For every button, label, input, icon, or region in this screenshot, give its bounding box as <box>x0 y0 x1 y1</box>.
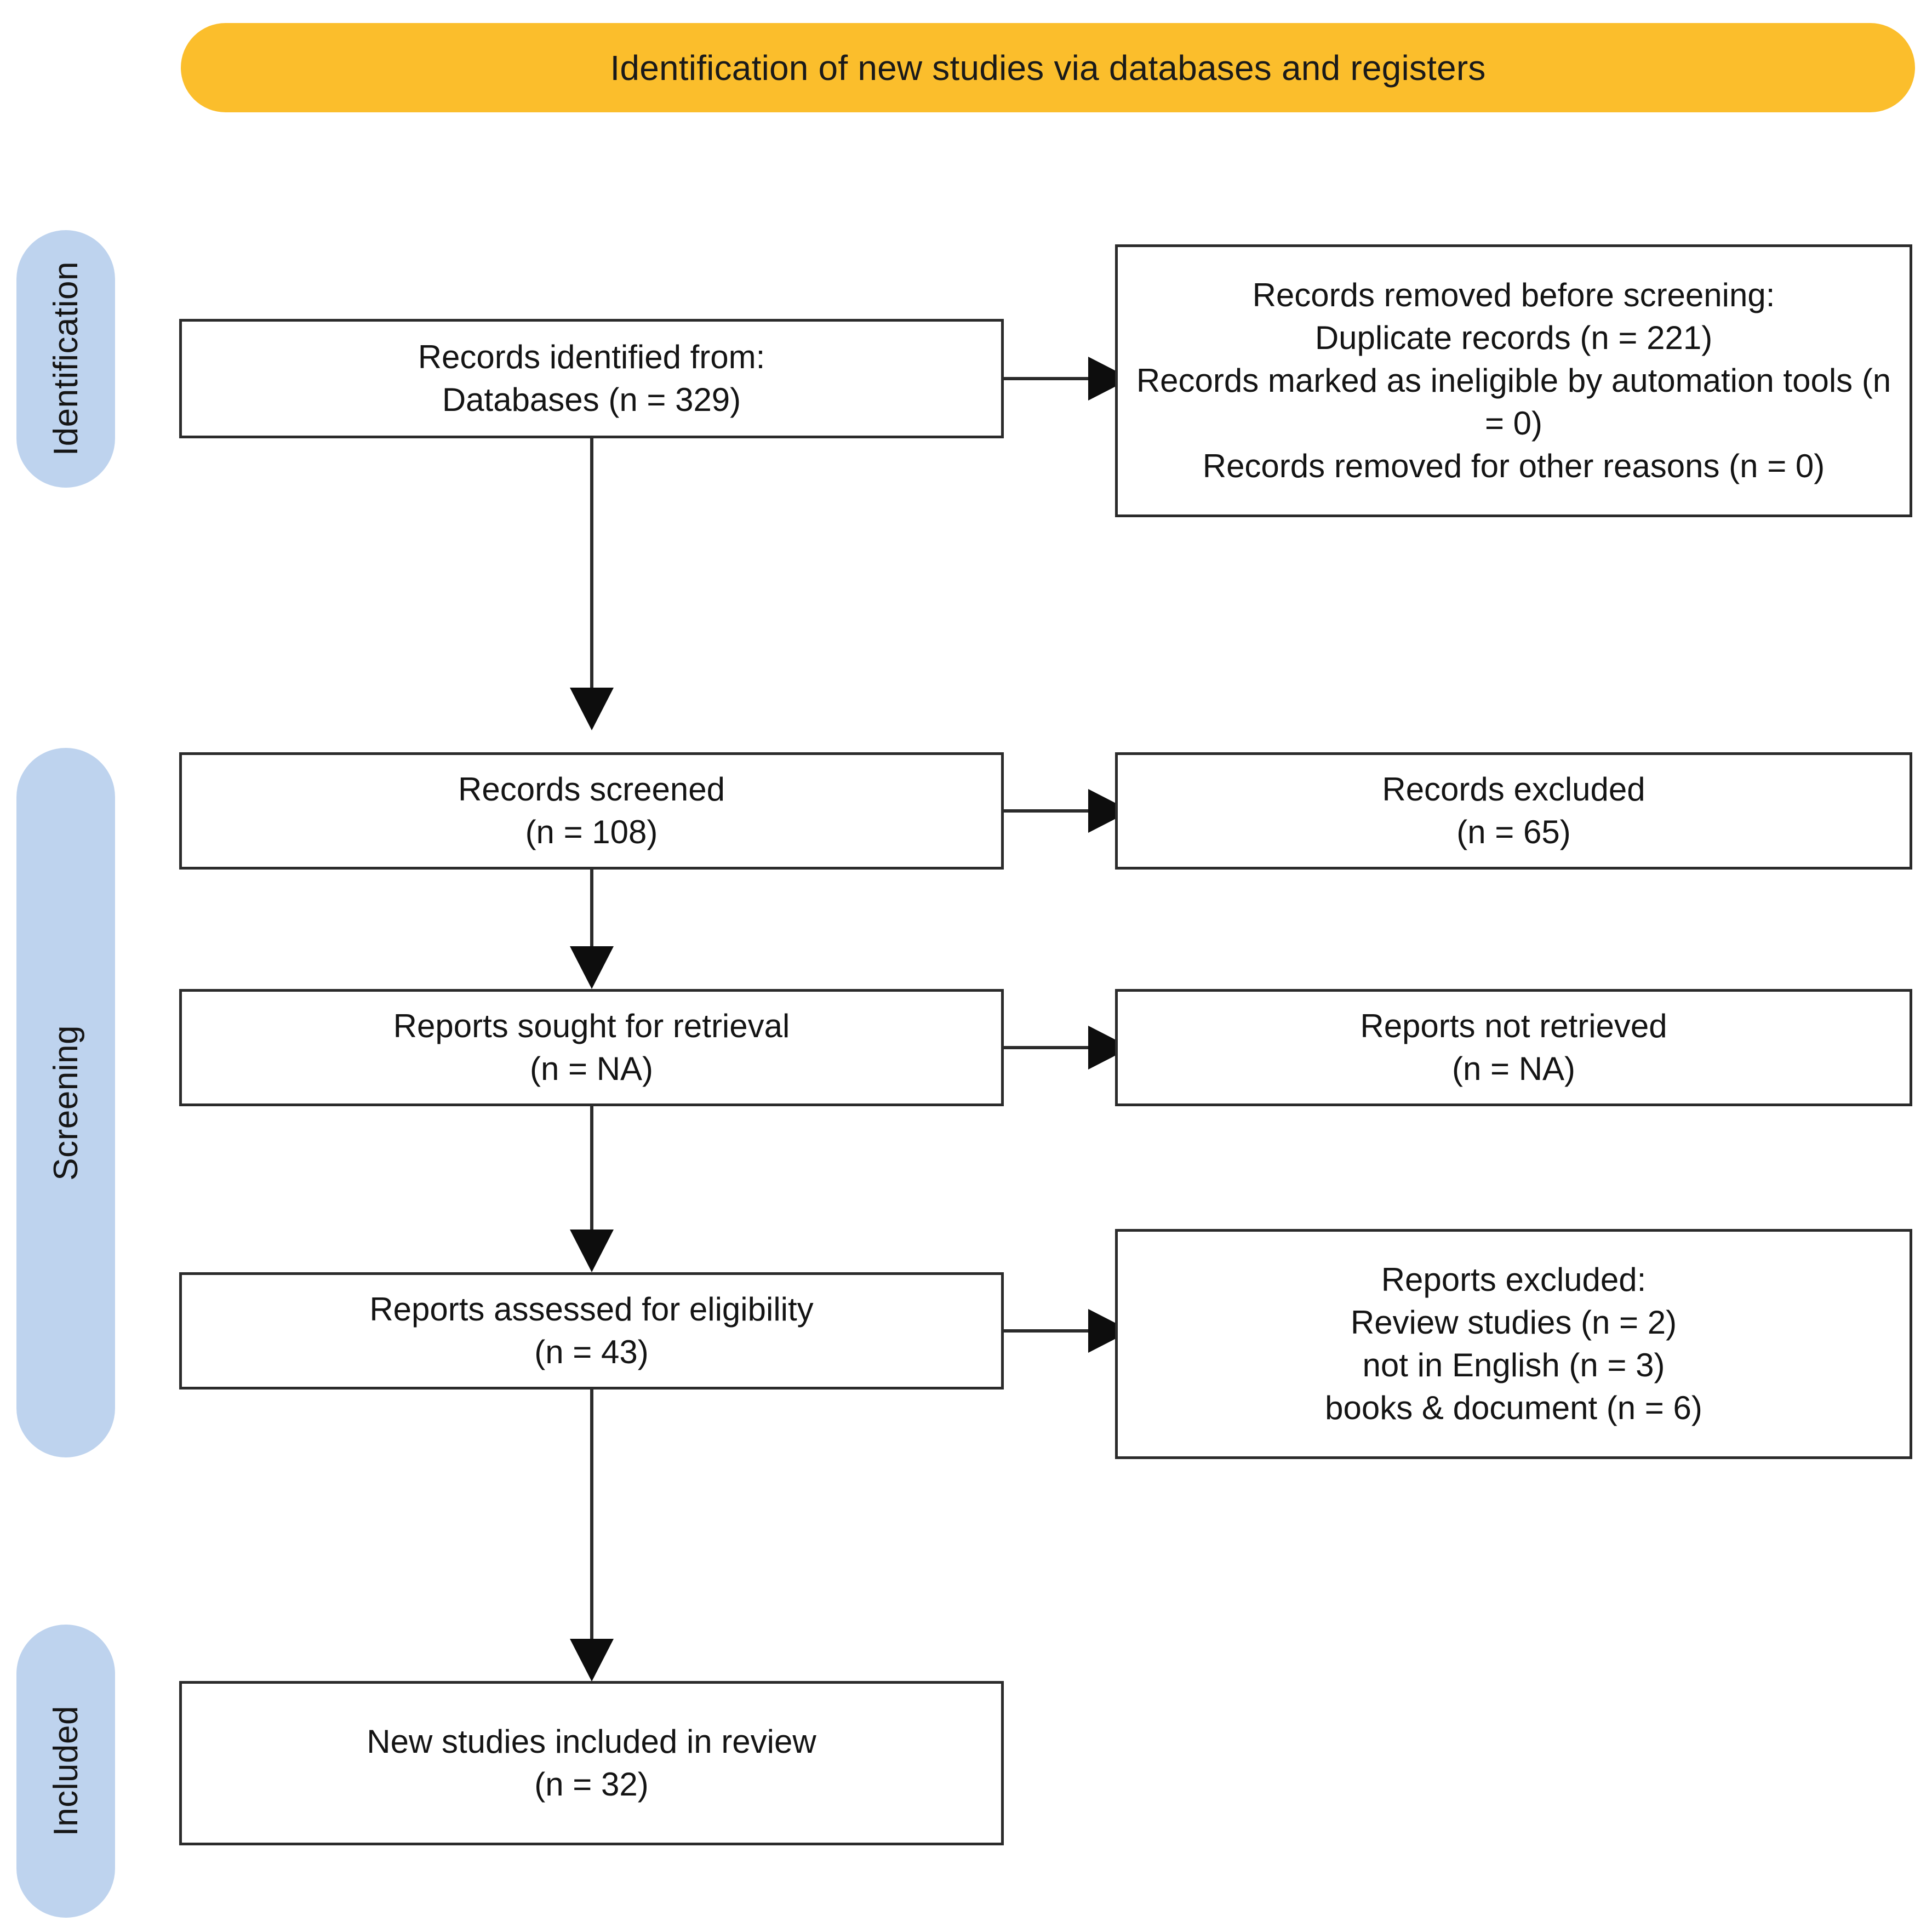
stage-label-identification: Identification <box>47 261 85 456</box>
box-line: Records excluded <box>1382 771 1645 808</box>
arrowhead-down-to-included <box>570 1639 614 1682</box>
connector-identified-to-removed <box>1004 377 1091 380</box>
box-reports-sought-for-retrieval: Reports sought for retrieval (n = NA) <box>179 989 1004 1106</box>
box-reports-excluded: Reports excluded: Review studies (n = 2)… <box>1115 1229 1912 1459</box>
box-line: Records removed before screening: <box>1252 277 1775 313</box>
arrowhead-down-to-assessed <box>570 1230 614 1272</box>
box-line: not in English (n = 3) <box>1362 1347 1665 1383</box>
connector-sought-to-assessed <box>590 1106 593 1230</box>
box-line: Records marked as ineligible by automati… <box>1136 362 1891 442</box>
connector-assessed-to-reports-excluded <box>1004 1329 1091 1333</box>
box-line: Databases (n = 329) <box>442 381 741 418</box>
box-line: Reports excluded: <box>1381 1261 1647 1298</box>
box-line: (n = 32) <box>534 1766 649 1803</box>
box-line: (n = NA) <box>529 1050 654 1087</box>
box-line: Records removed for other reasons (n = 0… <box>1202 448 1825 484</box>
stage-label-screening: Screening <box>47 1025 85 1181</box>
diagram-header-banner: Identification of new studies via databa… <box>181 23 1915 112</box>
stage-pill-screening: Screening <box>16 748 115 1457</box>
connector-screened-to-excluded <box>1004 809 1091 813</box>
connector-screened-to-sought <box>590 870 593 946</box>
box-records-excluded: Records excluded (n = 65) <box>1115 752 1912 870</box>
box-line: New studies included in review <box>367 1723 816 1760</box>
box-line: Reports sought for retrieval <box>393 1008 790 1044</box>
box-line: Records screened <box>458 771 725 808</box>
box-line: (n = 65) <box>1456 814 1571 850</box>
stage-pill-included: Included <box>16 1625 115 1918</box>
arrowhead-down-to-sought <box>570 946 614 989</box>
stage-label-included: Included <box>47 1706 85 1837</box>
connector-sought-to-not-retrieved <box>1004 1046 1091 1049</box>
box-records-screened: Records screened (n = 108) <box>179 752 1004 870</box>
connector-identified-to-screened <box>590 438 593 688</box>
box-line: Reports assessed for eligibility <box>369 1291 814 1328</box>
box-reports-not-retrieved: Reports not retrieved (n = NA) <box>1115 989 1912 1106</box>
box-line: Records identified from: <box>418 339 765 375</box>
diagram-title: Identification of new studies via databa… <box>610 48 1486 88</box>
box-line: books & document (n = 6) <box>1325 1390 1702 1426</box>
stage-pill-identification: Identification <box>16 230 115 488</box>
box-records-identified: Records identified from: Databases (n = … <box>179 319 1004 438</box>
box-line: Duplicate records (n = 221) <box>1314 319 1713 356</box>
box-line: (n = 43) <box>534 1334 649 1370</box>
box-line: Review studies (n = 2) <box>1350 1304 1677 1341</box>
box-line: Reports not retrieved <box>1360 1008 1667 1044</box>
box-line: (n = 108) <box>525 814 658 850</box>
box-reports-assessed-for-eligibility: Reports assessed for eligibility (n = 43… <box>179 1272 1004 1390</box>
connector-assessed-to-included <box>590 1390 593 1639</box>
box-new-studies-included: New studies included in review (n = 32) <box>179 1681 1004 1845</box>
box-records-removed-before-screening: Records removed before screening: Duplic… <box>1115 244 1912 517</box>
box-line: (n = NA) <box>1451 1050 1576 1087</box>
arrowhead-down-to-screened <box>570 688 614 730</box>
